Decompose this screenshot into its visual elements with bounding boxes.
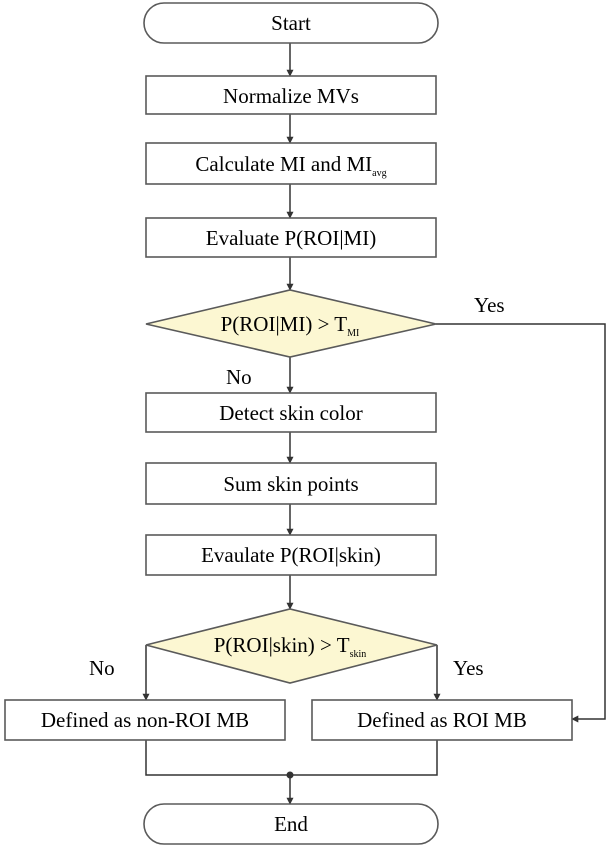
start-label: Start: [271, 11, 311, 35]
normalize-label: Normalize MVs: [223, 84, 359, 108]
calculate-subscript: avg: [372, 168, 386, 179]
node-sum: Sum skin points: [145, 462, 437, 505]
node-evaluate-mi: Evaluate P(ROI|MI): [145, 217, 437, 258]
evaluate-skin-label: Evaulate P(ROI|skin): [201, 543, 381, 567]
calculate-box: [145, 142, 437, 185]
decision-mi-text: P(ROI|MI) > T: [221, 312, 348, 336]
detect-label: Detect skin color: [219, 401, 362, 425]
connectors: [142, 43, 606, 805]
node-non-roi: Defined as non-ROI MB: [4, 699, 286, 741]
node-end: End: [143, 803, 439, 845]
node-detect: Detect skin color: [145, 392, 437, 433]
sum-label: Sum skin points: [223, 472, 358, 496]
decision-skin-text: P(ROI|skin) > T: [214, 633, 350, 657]
edge-decision-mi-yes: [436, 323, 606, 723]
evaluate-mi-box: [145, 217, 437, 258]
edge-roi-merge: [290, 740, 438, 776]
decision-mi-label: P(ROI|MI) > TMI: [221, 312, 360, 339]
end-label: End: [274, 812, 308, 836]
branch-label-mi-no: No: [226, 365, 252, 389]
start-terminal: [143, 2, 439, 44]
calculate-text: Calculate MI and MI: [195, 152, 372, 176]
node-decision-mi: P(ROI|MI) > TMI: [145, 289, 437, 358]
calculate-label: Calculate MI and MIavg: [195, 152, 386, 179]
node-decision-skin: P(ROI|skin) > Tskin: [145, 608, 438, 684]
evaluate-mi-label: Evaluate P(ROI|MI): [206, 226, 376, 250]
decision-mi-diamond: [145, 289, 437, 358]
non-roi-label: Defined as non-ROI MB: [41, 708, 249, 732]
roi-label: Defined as ROI MB: [357, 708, 527, 732]
branch-label-skin-no: No: [89, 656, 115, 680]
branch-label-mi-yes: Yes: [474, 293, 505, 317]
node-start: Start: [143, 2, 439, 44]
decision-mi-subscript: MI: [347, 328, 359, 339]
detect-box: [145, 392, 437, 433]
edge-non-roi-merge: [145, 740, 290, 776]
node-roi: Defined as ROI MB: [311, 699, 573, 741]
sum-box: [145, 462, 437, 505]
normalize-box: [145, 75, 437, 115]
roi-box: [311, 699, 573, 741]
decision-skin-diamond: [145, 608, 438, 684]
node-calculate: Calculate MI and MIavg: [145, 142, 437, 185]
decision-skin-label: P(ROI|skin) > Tskin: [214, 633, 367, 660]
node-normalize: Normalize MVs: [145, 75, 437, 115]
node-evaluate-skin: Evaulate P(ROI|skin): [145, 534, 437, 576]
branch-label-skin-yes: Yes: [453, 656, 484, 680]
decision-skin-subscript: skin: [350, 649, 367, 660]
evaluate-skin-box: [145, 534, 437, 576]
non-roi-box: [4, 699, 286, 741]
end-terminal: [143, 803, 439, 845]
